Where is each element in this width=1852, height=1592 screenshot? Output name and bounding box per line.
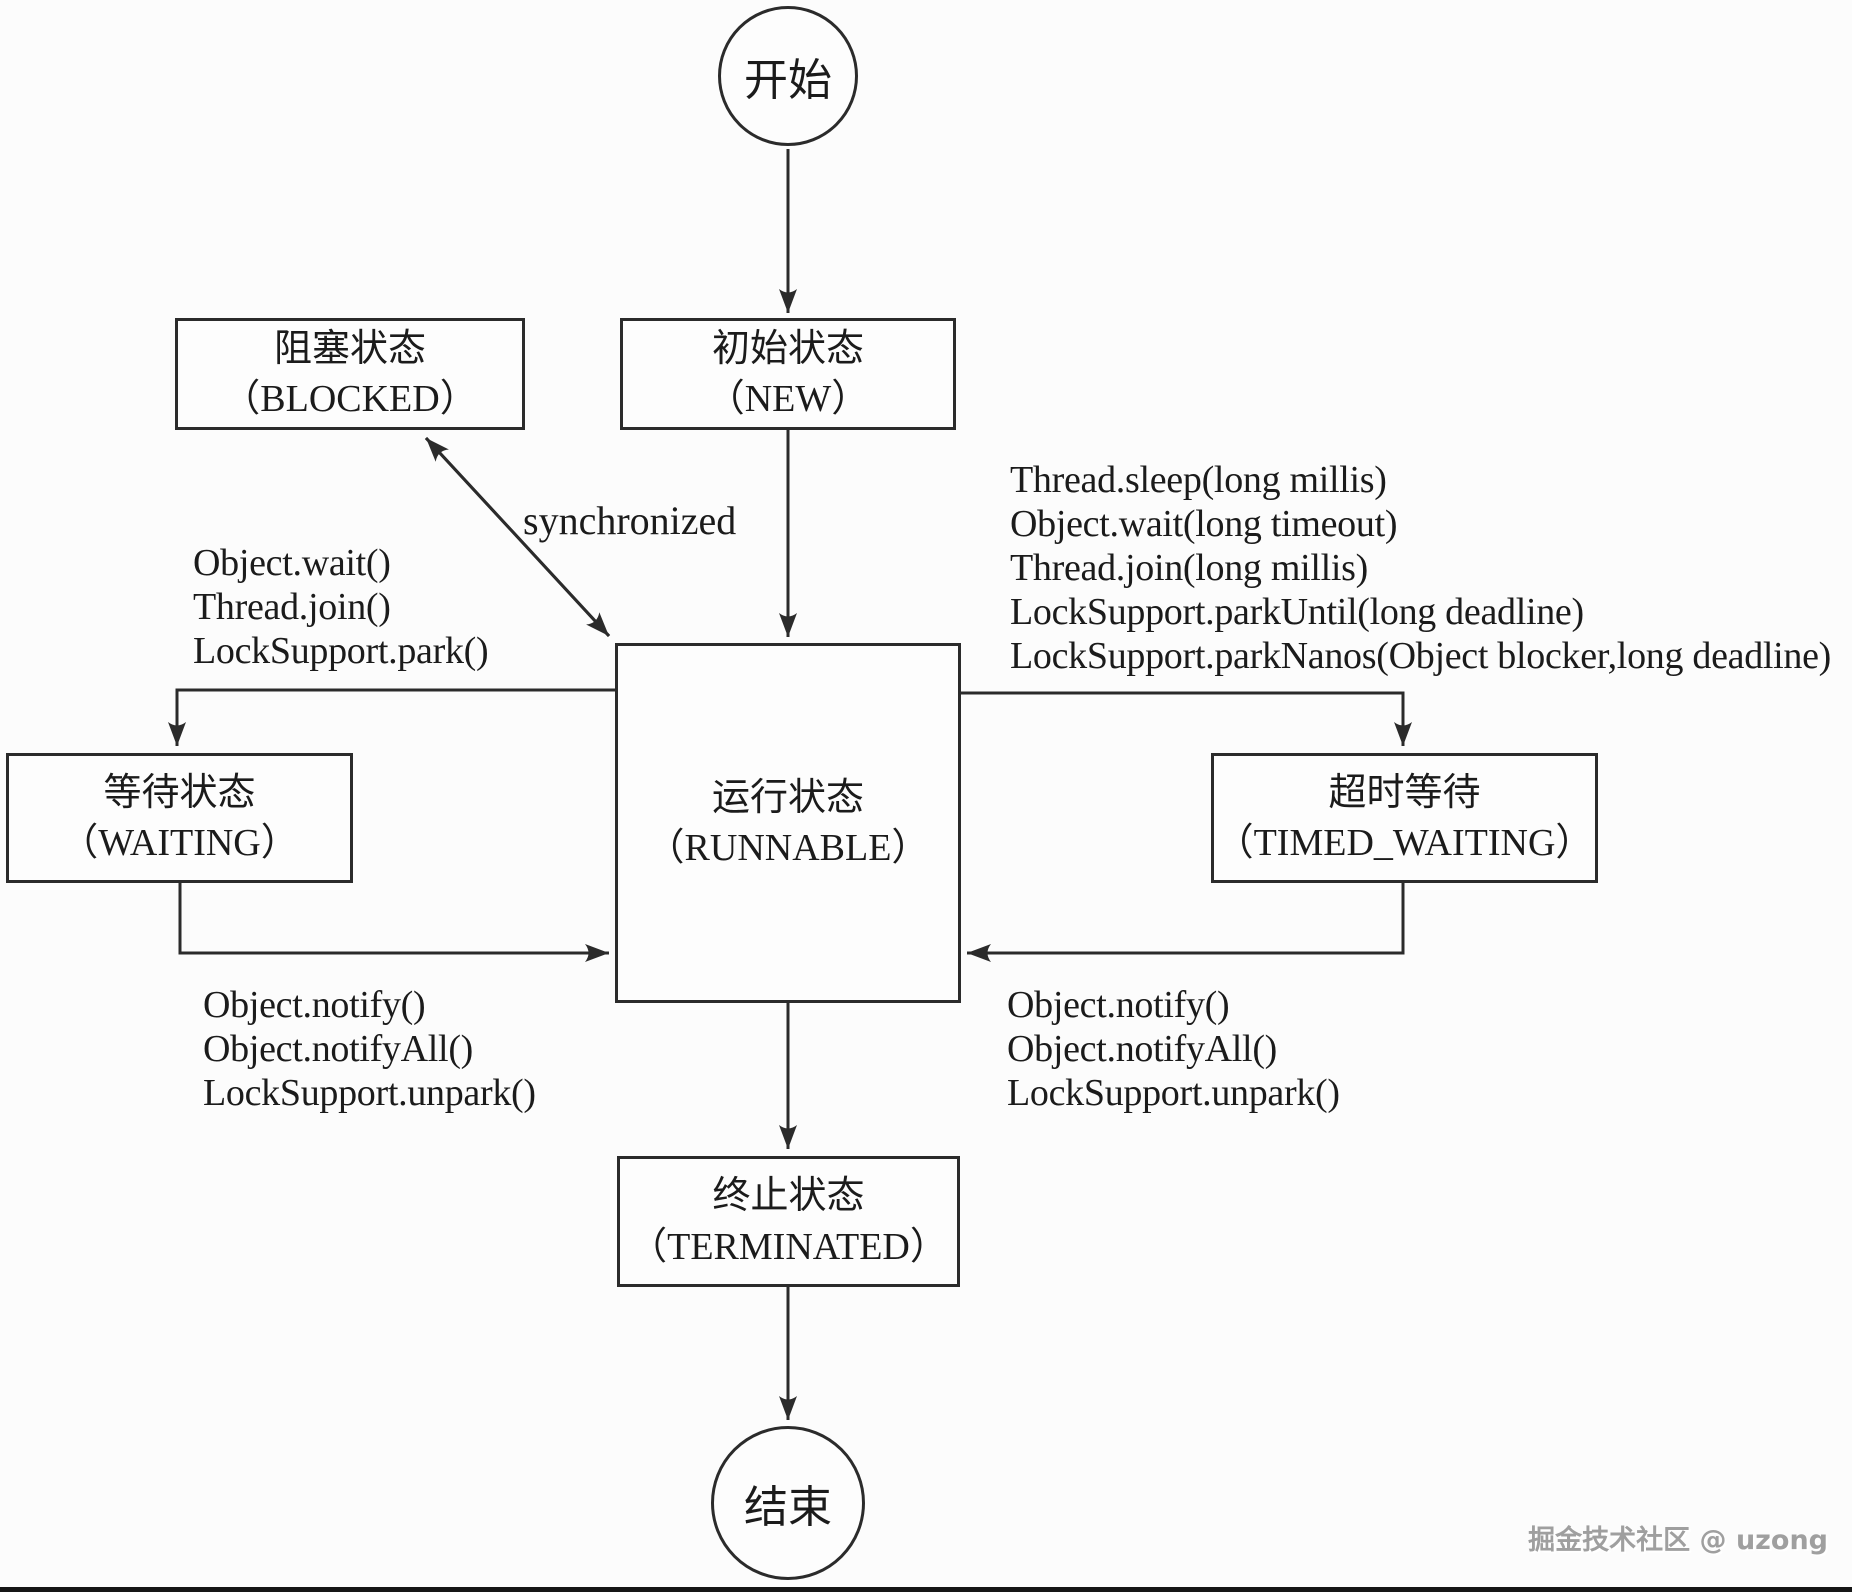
code-line: Object.notifyAll() — [1007, 1028, 1278, 1071]
code-line: Thread.join() — [193, 586, 391, 629]
start-node: 开始 — [718, 6, 858, 146]
code-line: LockSupport.unpark() — [203, 1072, 536, 1115]
state-box-timed-waiting: 超时等待 （TIMED_WAITING） — [1211, 753, 1598, 883]
timed-waiting-title: 超时等待 — [1328, 771, 1481, 814]
blocked-title: 阻塞状态 — [273, 327, 426, 370]
code-line: LockSupport.unpark() — [1007, 1072, 1340, 1115]
waiting-title: 等待状态 — [103, 771, 256, 814]
bottom-divider — [0, 1587, 1852, 1592]
state-box-waiting: 等待状态 （WAITING） — [6, 753, 353, 883]
end-label: 结束 — [744, 1483, 832, 1532]
edge-timed-waiting-to-runnable — [967, 883, 1405, 962]
watermark: 掘金技术社区 @ uzong — [1528, 1525, 1828, 1556]
runnable-subtitle: （RUNNABLE） — [646, 827, 930, 869]
code-line: Thread.join(long millis) — [1010, 547, 1368, 590]
new-title: 初始状态 — [711, 327, 864, 370]
state-box-blocked: 阻塞状态 （BLOCKED） — [175, 318, 525, 430]
code-line: Thread.sleep(long millis) — [1010, 459, 1387, 501]
code-line: Object.notify() — [203, 984, 426, 1026]
state-box-new: 初始状态 （NEW） — [620, 318, 956, 430]
code-line: Object.notifyAll() — [203, 1028, 474, 1071]
end-node: 结束 — [711, 1426, 865, 1580]
terminated-title: 终止状态 — [712, 1175, 865, 1218]
start-label: 开始 — [744, 56, 832, 105]
code-line: LockSupport.parkNanos(Object blocker,lon… — [1010, 635, 1832, 678]
edge-label-runnable-to-waiting: Object.wait() Thread.join() LockSupport.… — [193, 541, 489, 673]
code-line: Object.wait() — [193, 542, 391, 584]
edge-label-waiting-to-runnable: Object.notify() Object.notifyAll() LockS… — [203, 983, 536, 1115]
code-line: Object.notify() — [1007, 984, 1230, 1026]
edge-label-runnable-to-timed-waiting: Thread.sleep(long millis) Object.wait(lo… — [1010, 458, 1831, 678]
state-box-terminated: 终止状态 （TERMINATED） — [617, 1156, 960, 1287]
timed-waiting-subtitle: （TIMED_WAITING） — [1215, 822, 1594, 864]
edge-label-timed-waiting-to-runnable: Object.notify() Object.notifyAll() LockS… — [1007, 983, 1340, 1115]
blocked-subtitle: （BLOCKED） — [222, 378, 478, 420]
edge-runnable-to-timed-waiting — [961, 691, 1412, 746]
edge-runnable-to-waiting — [168, 688, 615, 746]
new-subtitle: （NEW） — [706, 378, 870, 420]
code-line: LockSupport.parkUntil(long deadline) — [1010, 591, 1584, 634]
code-line: Object.wait(long timeout) — [1010, 503, 1398, 546]
terminated-subtitle: （TERMINATED） — [629, 1225, 948, 1268]
edge-blocked-to-runnable — [424, 436, 611, 638]
edge-waiting-to-runnable — [178, 883, 609, 962]
edge-label-synchronized: synchronized — [523, 498, 737, 543]
code-line: LockSupport.park() — [193, 630, 489, 673]
state-box-runnable: 运行状态 （RUNNABLE） — [615, 643, 961, 1003]
runnable-title: 运行状态 — [711, 776, 864, 819]
waiting-subtitle: （WAITING） — [60, 822, 299, 864]
